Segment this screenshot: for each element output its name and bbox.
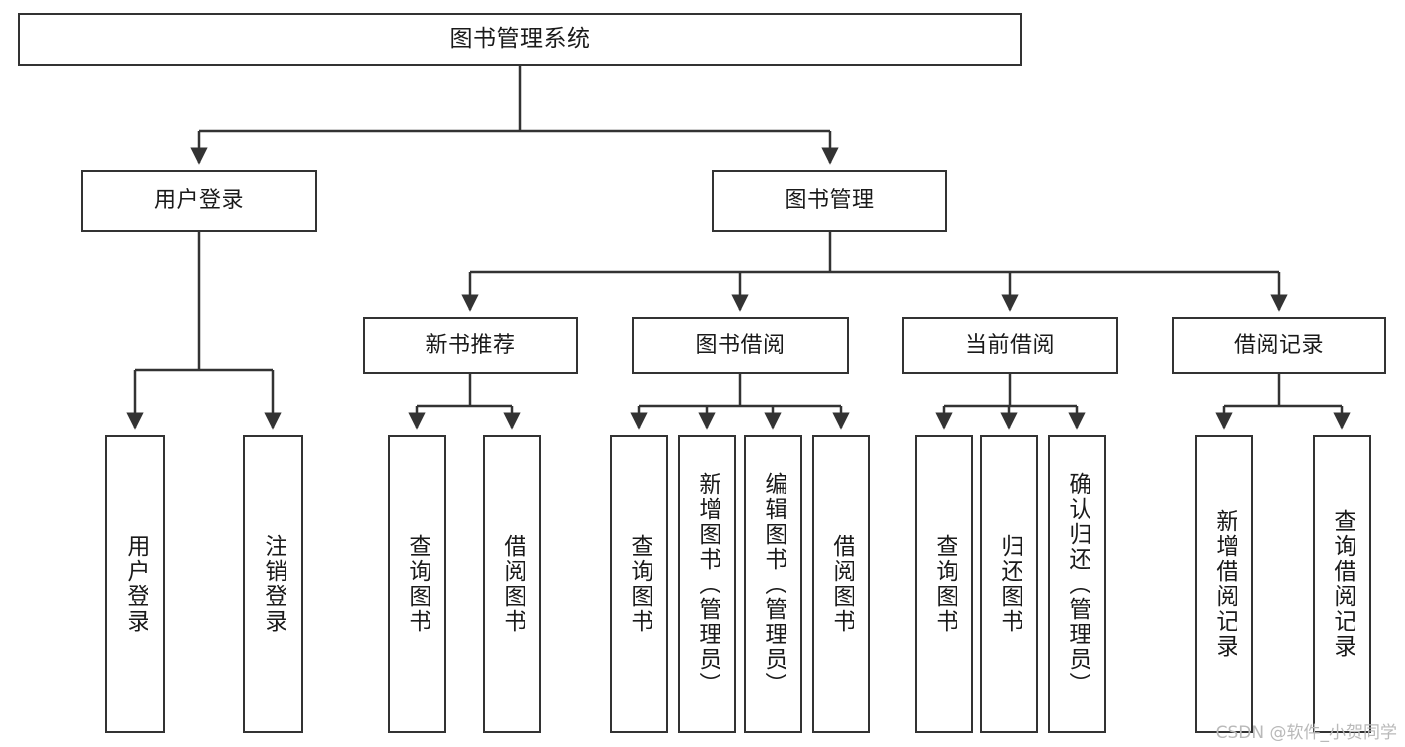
csdn-watermark: CSDN @软件_小贺同学 bbox=[1215, 723, 1397, 743]
leaf-return-book-label: 归还图书 bbox=[996, 534, 1022, 634]
node-borrowing-record[interactable]: 借阅记录 bbox=[1172, 317, 1386, 374]
leaf-return-book[interactable]: 归还图书 bbox=[980, 435, 1038, 733]
node-new-book-recommendation-label: 新书推荐 bbox=[425, 332, 516, 358]
node-root-system[interactable]: 图书管理系统 bbox=[18, 13, 1022, 66]
node-book-management[interactable]: 图书管理 bbox=[712, 170, 947, 232]
leaf-borrow-book-new-label: 借阅图书 bbox=[499, 534, 525, 634]
node-user-login-label: 用户登录 bbox=[153, 188, 244, 214]
leaf-add-borrow-record-label: 新增借阅记录 bbox=[1211, 509, 1237, 659]
leaf-query-book-new[interactable]: 查询图书 bbox=[388, 435, 446, 733]
leaf-add-borrow-record[interactable]: 新增借阅记录 bbox=[1195, 435, 1253, 733]
leaf-logout[interactable]: 注销登录 bbox=[243, 435, 303, 733]
leaf-add-book-label: 新增图书（管理员） bbox=[694, 471, 720, 697]
leaf-confirm-return-label: 确认归还（管理员） bbox=[1064, 471, 1090, 697]
node-book-management-label: 图书管理 bbox=[784, 188, 875, 214]
leaf-borrow-book[interactable]: 借阅图书 bbox=[812, 435, 870, 733]
leaf-query-borrow-record-label: 查询借阅记录 bbox=[1329, 509, 1355, 659]
leaf-query-book-borrow-label: 查询图书 bbox=[626, 534, 652, 634]
leaf-edit-book-label: 编辑图书（管理员） bbox=[760, 471, 786, 697]
leaf-edit-book[interactable]: 编辑图书（管理员） bbox=[744, 435, 802, 733]
leaf-query-borrow-record[interactable]: 查询借阅记录 bbox=[1313, 435, 1371, 733]
leaf-query-book-new-label: 查询图书 bbox=[404, 534, 430, 634]
leaf-query-book-current[interactable]: 查询图书 bbox=[915, 435, 973, 733]
leaf-borrow-book-new[interactable]: 借阅图书 bbox=[483, 435, 541, 733]
node-user-login[interactable]: 用户登录 bbox=[81, 170, 317, 232]
leaf-add-book[interactable]: 新增图书（管理员） bbox=[678, 435, 736, 733]
node-current-borrowing-label: 当前借阅 bbox=[964, 332, 1055, 358]
leaf-logout-label: 注销登录 bbox=[260, 534, 286, 634]
leaf-confirm-return[interactable]: 确认归还（管理员） bbox=[1048, 435, 1106, 733]
node-new-book-recommendation[interactable]: 新书推荐 bbox=[363, 317, 578, 374]
leaf-query-book-current-label: 查询图书 bbox=[931, 534, 957, 634]
leaf-user-login-label: 用户登录 bbox=[122, 534, 148, 634]
leaf-borrow-book-label: 借阅图书 bbox=[828, 534, 854, 634]
leaf-user-login[interactable]: 用户登录 bbox=[105, 435, 165, 733]
node-root-system-label: 图书管理系统 bbox=[449, 25, 591, 52]
node-book-borrowing-label: 图书借阅 bbox=[695, 332, 786, 358]
leaf-query-book-borrow[interactable]: 查询图书 bbox=[610, 435, 668, 733]
node-borrowing-record-label: 借阅记录 bbox=[1233, 332, 1324, 358]
node-book-borrowing[interactable]: 图书借阅 bbox=[632, 317, 849, 374]
node-current-borrowing[interactable]: 当前借阅 bbox=[902, 317, 1118, 374]
